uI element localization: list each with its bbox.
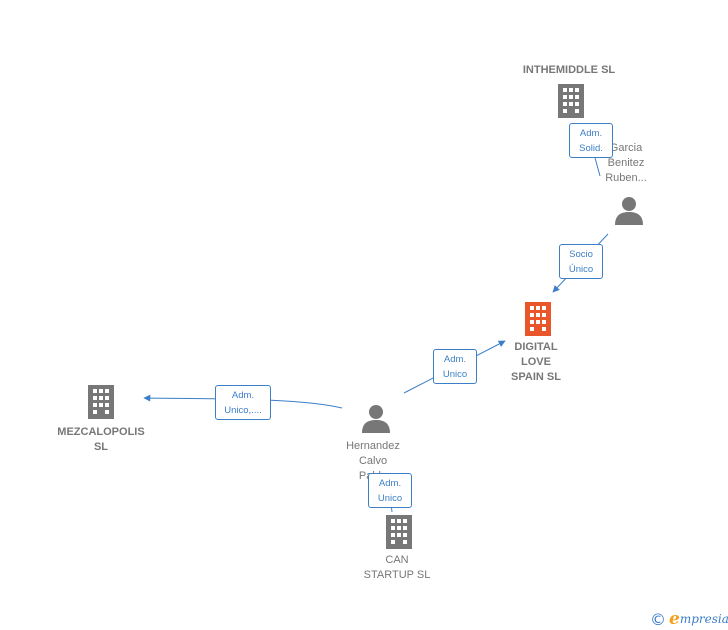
edge-label-adm-unico-canstartup[interactable]: Adm. Unico bbox=[368, 473, 412, 508]
node-digital-love-label: DIGITAL LOVE SPAIN SL bbox=[511, 341, 561, 383]
person-icon bbox=[362, 405, 390, 433]
brand-logo-e: e bbox=[669, 609, 680, 629]
building-icon bbox=[88, 385, 114, 419]
node-mezcalopolis-label: MEZCALOPOLIS SL bbox=[57, 426, 145, 453]
edge-label-adm-solid[interactable]: Adm. Solid. bbox=[569, 123, 613, 158]
edge-label-socio-unico[interactable]: Socio Único bbox=[559, 244, 603, 279]
brand-logo-text: mpresia bbox=[679, 612, 728, 626]
edge-label-adm-unico-digital[interactable]: Adm. Unico bbox=[433, 349, 477, 384]
footer-brand: © e mpresia bbox=[650, 609, 728, 629]
node-garcia-label: Garcia Benitez Ruben... bbox=[605, 142, 647, 184]
node-can-startup-label: CAN STARTUP SL bbox=[363, 554, 431, 581]
edge-label-adm-unico-mezcalopolis[interactable]: Adm. Unico,.... bbox=[215, 385, 271, 420]
building-icon bbox=[386, 515, 412, 549]
copyright-icon: © bbox=[650, 609, 666, 629]
node-inthemiddle-label: INTHEMIDDLE SL bbox=[522, 64, 616, 76]
building-icon bbox=[525, 302, 551, 336]
building-icon bbox=[558, 84, 584, 118]
person-icon bbox=[615, 197, 643, 225]
